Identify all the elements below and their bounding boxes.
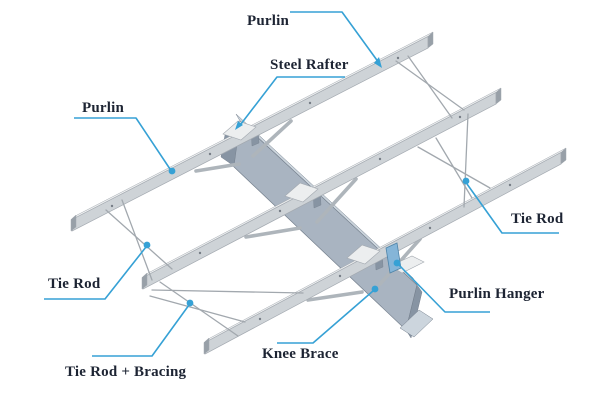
knee-brace-member bbox=[194, 162, 241, 173]
leader-knee-brace bbox=[277, 290, 374, 344]
label-tie-rod-bracing: Tie Rod + Bracing bbox=[65, 364, 187, 380]
purlin-end-cap bbox=[560, 147, 567, 165]
leader-dot bbox=[393, 259, 401, 267]
arrowhead bbox=[235, 121, 243, 130]
tie-rod-member bbox=[407, 55, 453, 119]
leader-purlin-hanger bbox=[398, 264, 490, 313]
tie-rod-member bbox=[395, 60, 465, 111]
arrowhead bbox=[374, 57, 382, 68]
leader-purlin-top bbox=[290, 11, 380, 64]
seat-plate bbox=[222, 120, 257, 141]
tie-rod-member bbox=[463, 113, 469, 208]
tie-rod-member bbox=[105, 209, 173, 270]
leader-steel-rafter bbox=[240, 76, 345, 125]
tie-rod-member bbox=[435, 137, 473, 199]
purlin-web-face bbox=[142, 91, 497, 290]
label-tie-rod-left: Tie Rod bbox=[48, 276, 101, 292]
purlin-web-face bbox=[71, 35, 429, 232]
leader-purlin-left bbox=[74, 117, 171, 170]
label-purlin-hanger: Purlin Hanger bbox=[449, 286, 545, 302]
leader-dot bbox=[462, 177, 470, 185]
leader-dot bbox=[186, 299, 194, 307]
label-steel-rafter: Steel Rafter bbox=[270, 57, 349, 73]
purlin-end-cap bbox=[70, 214, 77, 232]
purlin-b-member bbox=[141, 87, 502, 290]
bolt-dots bbox=[110, 56, 512, 321]
tie-rod-member bbox=[151, 289, 304, 294]
purlin-end-cap bbox=[427, 31, 434, 49]
purlin-end-cap bbox=[495, 87, 502, 105]
knee-brace-member bbox=[306, 290, 364, 302]
leader-dot bbox=[143, 241, 151, 249]
leader-tie-rod-right bbox=[466, 183, 559, 234]
seat-plate bbox=[284, 182, 319, 203]
knee-brace-member bbox=[251, 119, 293, 158]
leader-tie-rod-left bbox=[44, 246, 147, 300]
leader-dot bbox=[371, 285, 379, 293]
leader-tie-rod-bracing bbox=[92, 304, 190, 357]
label-knee-brace: Knee Brace bbox=[262, 346, 339, 362]
label-tie-rod-right: Tie Rod bbox=[511, 211, 564, 227]
bracing-rod-member bbox=[149, 295, 246, 323]
purlin-end-cap bbox=[141, 272, 148, 290]
seat-plate bbox=[346, 244, 381, 265]
knee-brace-member bbox=[244, 226, 302, 239]
leader-lines bbox=[44, 11, 559, 357]
tie-rods bbox=[105, 55, 491, 337]
purlin-end-cap bbox=[203, 337, 210, 355]
rafter-bottom-flange bbox=[399, 309, 434, 338]
tie-rod-member bbox=[121, 199, 153, 281]
leader-dot bbox=[168, 167, 176, 175]
label-purlin-left: Purlin bbox=[82, 100, 125, 116]
knee-brace-member bbox=[315, 177, 358, 224]
label-purlin-top: Purlin bbox=[247, 13, 290, 29]
